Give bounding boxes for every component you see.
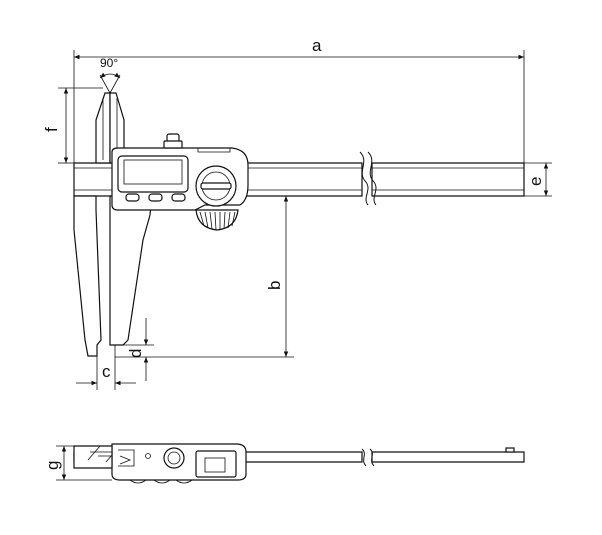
button-2 [148,193,163,202]
dimension-d: d [123,318,154,381]
lcd-display [117,155,189,193]
fixed-jaw [73,195,102,357]
button-1 [125,193,140,202]
beam-break-symbol [359,151,377,206]
dimension-f: f [42,87,103,164]
angle-indicator: 90° [99,56,121,94]
caliper-front-view: 90° a f e b [42,36,552,390]
top-view-slider [111,443,247,484]
dimension-c-label: c [102,362,111,381]
dimension-c: c [76,345,136,390]
angle-label: 90° [100,56,118,70]
caliper-top-view: g [43,443,525,484]
knurled-wheel [195,209,239,231]
dimension-g-label: g [43,461,62,470]
button-3 [171,193,186,202]
digital-slider-housing [111,133,249,231]
dimension-a: a [73,36,525,163]
dimension-e-label: e [526,177,545,186]
dimension-d-label: d [126,349,145,358]
top-view-display [195,450,237,478]
dimension-b-label: b [265,281,284,290]
dimension-a-label: a [312,36,322,55]
dimension-g: g [43,445,112,481]
top-view-roller [163,447,185,469]
dimension-e: e [524,162,552,197]
dimension-f-label: f [42,127,61,132]
